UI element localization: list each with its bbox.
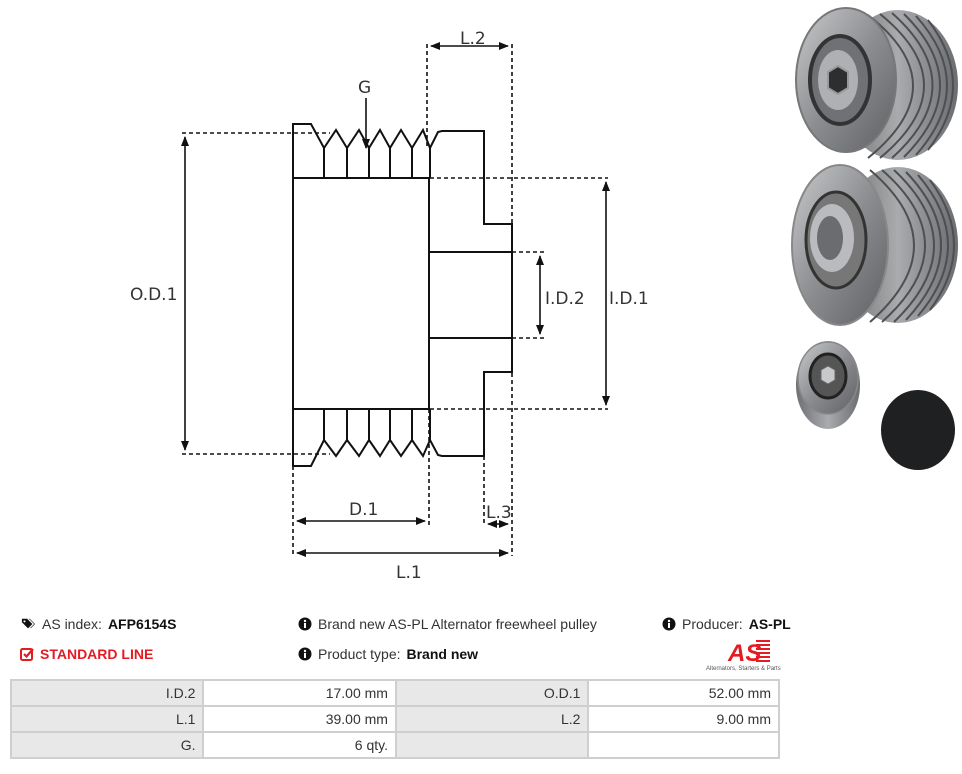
spec-value [587,731,780,759]
label-l3: L.3 [486,503,512,523]
product-type-label: Product type: [318,646,401,662]
spec-label: I.D.2 [9,679,205,707]
logo-mark: AS [727,640,761,667]
specs-table: I.D.2 17.00 mm O.D.1 52.00 mm L.1 39.00 … [9,679,780,759]
spec-label: L.1 [9,705,205,733]
pulley-photo-front [795,7,958,160]
info-icon [298,617,312,631]
product-type: Product type: Brand new [298,646,478,662]
standard-line-label: STANDARD LINE [40,646,154,662]
producer: Producer: AS-PL [662,616,791,632]
label-l1: L.1 [396,563,422,583]
spec-label: O.D.1 [394,679,590,707]
as-index: AS index: AFP6154S [20,616,176,632]
label-od1: O.D.1 [130,285,177,305]
label-id2: I.D.2 [545,289,585,309]
spec-value: 6 qty. [202,731,397,759]
spec-value: 52.00 mm [587,679,780,707]
spec-value: 17.00 mm [202,679,397,707]
pulley-photo-with-cap [796,341,955,470]
label-d1: D.1 [349,500,378,520]
as-index-label: AS index: [42,616,102,632]
spec-label: G. [9,731,205,759]
as-pl-logo: AS Alternators, Starters & Parts [706,640,781,672]
table-row: L.1 39.00 mm L.2 9.00 mm [9,705,780,733]
description: Brand new AS-PL Alternator freewheel pul… [298,616,597,632]
producer-value: AS-PL [748,616,791,632]
standard-line-badge: STANDARD LINE [20,646,153,662]
product-photos [791,7,958,470]
checkbox-checked-icon [20,648,34,661]
info-icon [298,647,312,661]
as-index-value: AFP6154S [107,616,177,632]
spec-label [394,731,590,759]
product-type-value: Brand new [406,646,479,662]
spec-value: 9.00 mm [587,705,780,733]
label-l2: L.2 [460,29,486,49]
description-text: Brand new AS-PL Alternator freewheel pul… [318,616,597,632]
logo-tagline: Alternators, Starters & Parts [706,666,781,672]
spec-value: 39.00 mm [202,705,397,733]
hub-body [292,177,430,410]
pulley-photo-rear [791,164,958,326]
spec-label: L.2 [394,705,590,733]
technical-drawing: G L.2 O.D.1 I.D.2 I.D.1 D.1 L.3 L.1 [130,29,649,583]
label-groove: G [358,78,371,98]
producer-label: Producer: [682,616,743,632]
table-row: I.D.2 17.00 mm O.D.1 52.00 mm [9,679,780,707]
tags-icon [21,618,35,629]
table-row: G. 6 qty. [9,731,780,759]
bore [428,251,513,339]
dust-cap [881,390,955,470]
info-icon [662,617,676,631]
pulley-outline [292,123,513,467]
label-id1: I.D.1 [609,289,649,309]
